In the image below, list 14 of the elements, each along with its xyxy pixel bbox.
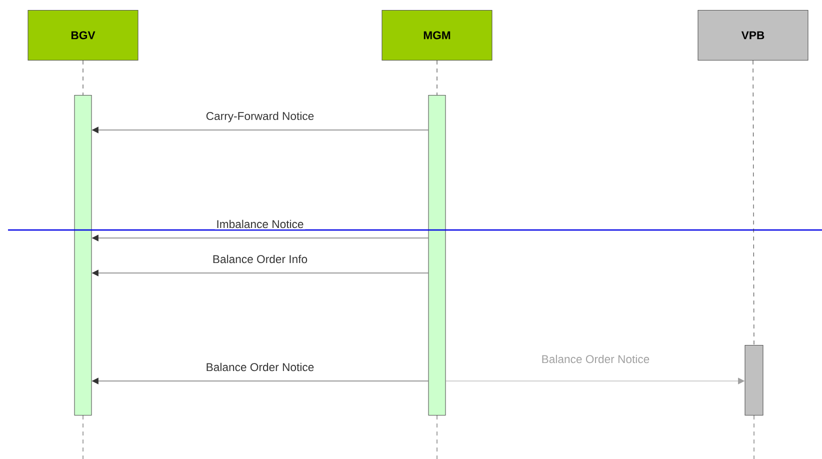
edge-label: Balance Order Info	[211, 254, 309, 264]
lifeline	[752, 60, 754, 346]
edge-label: Imbalance Notice	[214, 218, 306, 230]
activation-bar	[744, 344, 764, 416]
activation-bar	[428, 95, 446, 416]
edge-label: Carry-Forward Notice	[204, 110, 316, 124]
participant-box: MGM	[382, 10, 492, 61]
lifeline	[82, 60, 84, 96]
edge-label: Balance Order Notice	[204, 362, 316, 372]
participant-box: VPB	[698, 10, 808, 61]
edge-label: Balance Order Notice	[540, 354, 651, 364]
lifeline	[436, 60, 438, 96]
activation-bar	[74, 95, 92, 416]
participant-box: BGV	[28, 10, 138, 61]
